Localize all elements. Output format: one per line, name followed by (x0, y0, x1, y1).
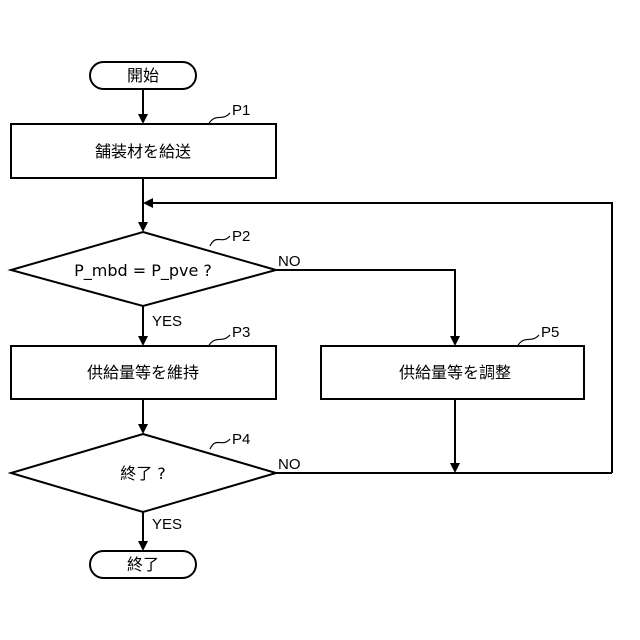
arrow-head (138, 424, 148, 434)
step-id-p4: P4 (232, 431, 250, 448)
arrow-head (143, 198, 153, 208)
decision-p2: P_mbd = P_pve ? P2 NO YES (11, 228, 301, 330)
step-id-p1: P1 (232, 102, 250, 119)
process-p5-text: 供給量等を調整 (399, 363, 511, 382)
decision-p4-yes-label: YES (152, 516, 182, 533)
arrow-head (450, 463, 460, 473)
start-terminal: 開始 (90, 62, 196, 89)
connector-p2-no (276, 270, 455, 336)
arrow-head (138, 222, 148, 232)
decision-p4: 終了 ? P4 NO YES (11, 431, 301, 533)
leader-p2 (210, 236, 230, 246)
decision-p4-text: 終了 ? (120, 464, 166, 483)
process-p5: 供給量等を調整 P5 (321, 324, 584, 399)
end-terminal: 終了 (90, 551, 196, 578)
end-label: 終了 (127, 555, 159, 574)
arrow-head (138, 336, 148, 346)
process-p1-text: 舗装材を給送 (95, 142, 191, 161)
process-p3-text: 供給量等を維持 (87, 363, 199, 382)
arrow-head (138, 114, 148, 124)
arrow-head (138, 541, 148, 551)
decision-p2-no-label: NO (278, 253, 301, 270)
decision-p4-no-label: NO (278, 456, 301, 473)
start-label: 開始 (127, 66, 159, 85)
decision-p2-text: P_mbd = P_pve ? (74, 261, 212, 281)
step-id-p2: P2 (232, 228, 250, 245)
step-id-p3: P3 (232, 324, 250, 341)
decision-p2-yes-label: YES (152, 313, 182, 330)
step-id-p5: P5 (541, 324, 559, 341)
leader-p4 (210, 439, 230, 449)
arrow-head (450, 336, 460, 346)
